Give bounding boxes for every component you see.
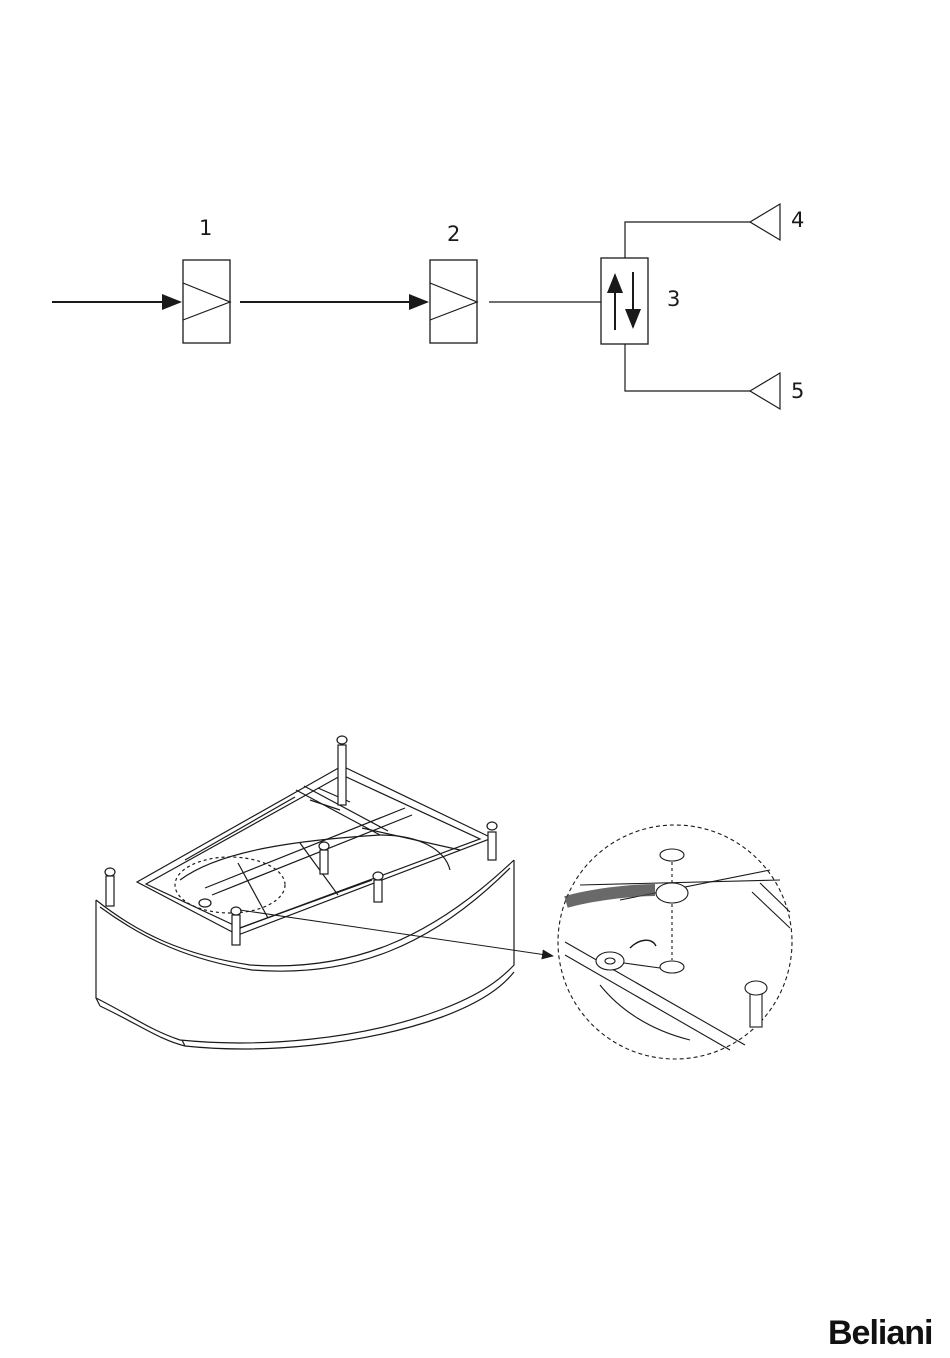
drain-hose [566,890,655,902]
detail-pointer-arrow [240,910,553,956]
rotate-arrow-icon [630,940,656,948]
support-frame [137,766,492,935]
drain-detail-callout [558,825,792,1059]
beliani-logo: Beliani [828,1314,932,1353]
